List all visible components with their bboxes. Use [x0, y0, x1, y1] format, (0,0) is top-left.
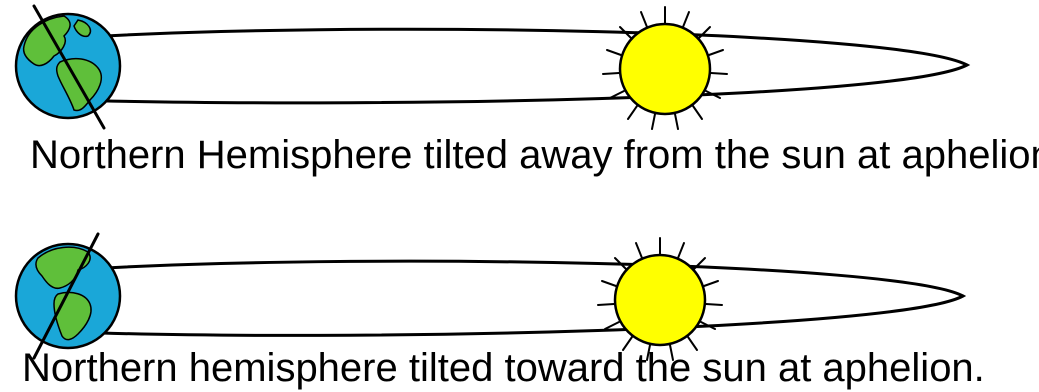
sun-disk	[618, 22, 712, 116]
sun-icon	[597, 237, 723, 361]
orbit-ellipse	[69, 259, 967, 337]
panel-tilted-away: Northern Hemisphere tilted away from the…	[14, 4, 1039, 177]
north-america-landmass	[22, 15, 71, 67]
rotation-axis	[32, 4, 106, 130]
earth-globe-icon	[14, 4, 122, 130]
sun-icon	[602, 6, 728, 130]
rotation-axis	[32, 232, 100, 360]
orbit-ellipse	[69, 27, 971, 105]
earth-globe-icon	[14, 232, 122, 360]
north-america-landmass	[35, 246, 91, 290]
panel-tilted-toward: Northern hemisphere tilted toward the su…	[14, 232, 985, 390]
caption-panel-2: Northern hemisphere tilted toward the su…	[22, 346, 985, 390]
arctic-landmass	[73, 19, 92, 38]
sun-disk	[613, 253, 707, 347]
caption-panel-1: Northern Hemisphere tilted away from the…	[30, 133, 1039, 177]
